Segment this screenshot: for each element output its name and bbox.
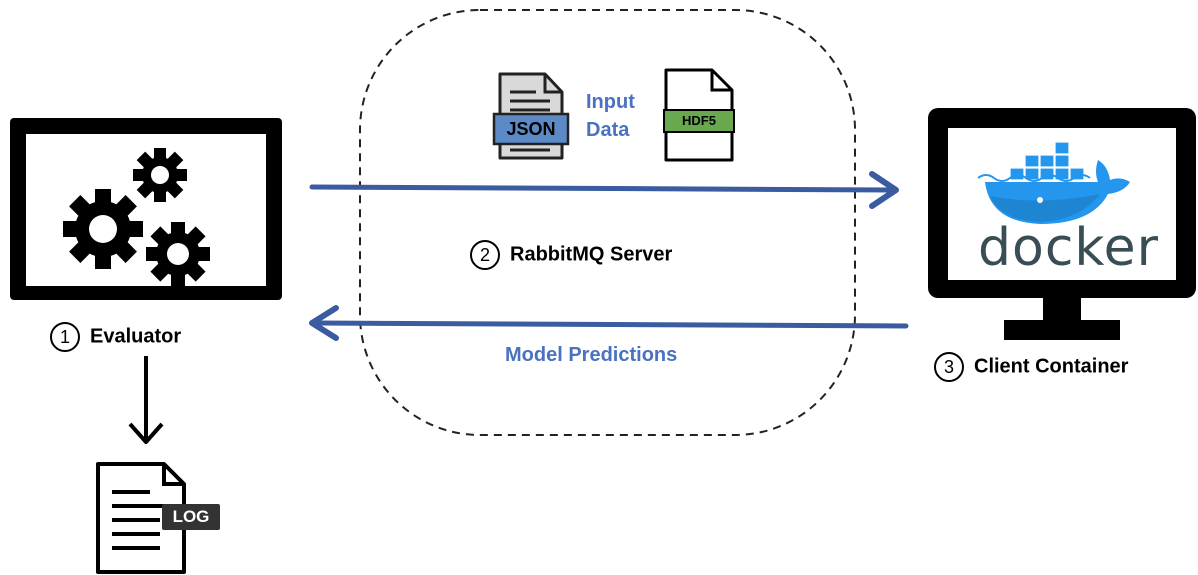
model-predictions-arrowhead [309,305,339,341]
log-badge-label: LOG [172,507,210,526]
client-container-label: 3 Client Container [934,352,1128,382]
evaluator-monitor-icon [10,118,282,300]
rabbitmq-server-label: 2 RabbitMQ Server [470,240,672,270]
docker-wordmark: docker [978,218,1160,278]
json-file-icon [492,72,570,160]
client-container-text: Client Container [974,355,1129,378]
input-data-line2: Data [586,119,630,141]
json-badge-label: JSON [506,119,556,139]
model-predictions-arrow [315,320,909,329]
log-file-icon [96,462,220,574]
step-number-1: 1 [50,322,80,352]
input-data-line1: Input [586,91,635,113]
hdf5-badge-label: HDF5 [682,113,716,128]
step-number-3: 3 [934,352,964,382]
hdf5-file-icon [663,68,735,162]
step-number-2: 2 [470,240,500,270]
docker-whale-icon [977,141,1130,224]
input-data-label: Input Data [586,88,635,144]
log-arrowhead [128,422,164,444]
model-predictions-label: Model Predictions [505,344,678,366]
gears-icon [63,148,210,286]
input-data-arrow [309,184,893,193]
evaluator-text: Evaluator [90,325,182,348]
rabbitmq-server-text: RabbitMQ Server [510,243,673,266]
rabbitmq-server-boundary [359,9,856,436]
input-data-arrowhead [869,171,899,209]
evaluator-label: 1 Evaluator [50,322,181,352]
